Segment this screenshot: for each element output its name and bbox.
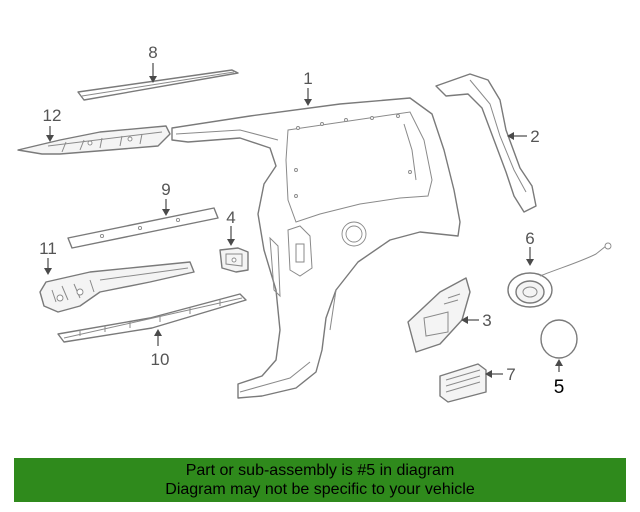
callout-9: 9 bbox=[161, 180, 170, 199]
callout-4: 4 bbox=[226, 208, 235, 227]
banner-line-1: Part or sub-assembly is #5 in diagram bbox=[185, 462, 455, 479]
callout-11: 11 bbox=[39, 239, 57, 258]
info-banner: Part or sub-assembly is #5 in diagram Di… bbox=[14, 458, 626, 502]
callout-6: 6 bbox=[525, 229, 534, 248]
part-4-bracket bbox=[219, 247, 249, 273]
leader-lines bbox=[44, 63, 563, 378]
callout-8: 8 bbox=[148, 43, 157, 62]
part-11-rocker-reinforcement bbox=[39, 261, 195, 313]
callout-12: 12 bbox=[43, 106, 62, 125]
callout-7: 7 bbox=[506, 365, 515, 384]
part-5-ring-seal bbox=[540, 319, 578, 359]
callout-1: 1 bbox=[303, 69, 312, 88]
banner-line-2: Diagram may not be specific to your vehi… bbox=[165, 481, 475, 498]
part-9-rocker-strip bbox=[67, 207, 219, 249]
part-1-quarter-panel bbox=[171, 97, 461, 399]
parts-diagram: 8 1 12 2 9 4 6 11 3 10 7 5 bbox=[17, 43, 612, 403]
part-8-roof-rail-strip bbox=[77, 69, 239, 101]
part-12-roof-side-reinforcement bbox=[17, 125, 171, 155]
callout-3: 3 bbox=[482, 311, 491, 330]
part-10-lower-rocker bbox=[57, 293, 247, 343]
part-3-wheelhouse-bracket bbox=[407, 277, 471, 353]
callout-2: 2 bbox=[530, 127, 539, 146]
part-6-fuel-filler-housing bbox=[507, 242, 612, 308]
part-7-vent-grille bbox=[439, 363, 487, 403]
part-2-rear-pillar-extension bbox=[435, 73, 537, 213]
callout-10: 10 bbox=[151, 350, 170, 369]
callout-5: 5 bbox=[554, 377, 565, 398]
